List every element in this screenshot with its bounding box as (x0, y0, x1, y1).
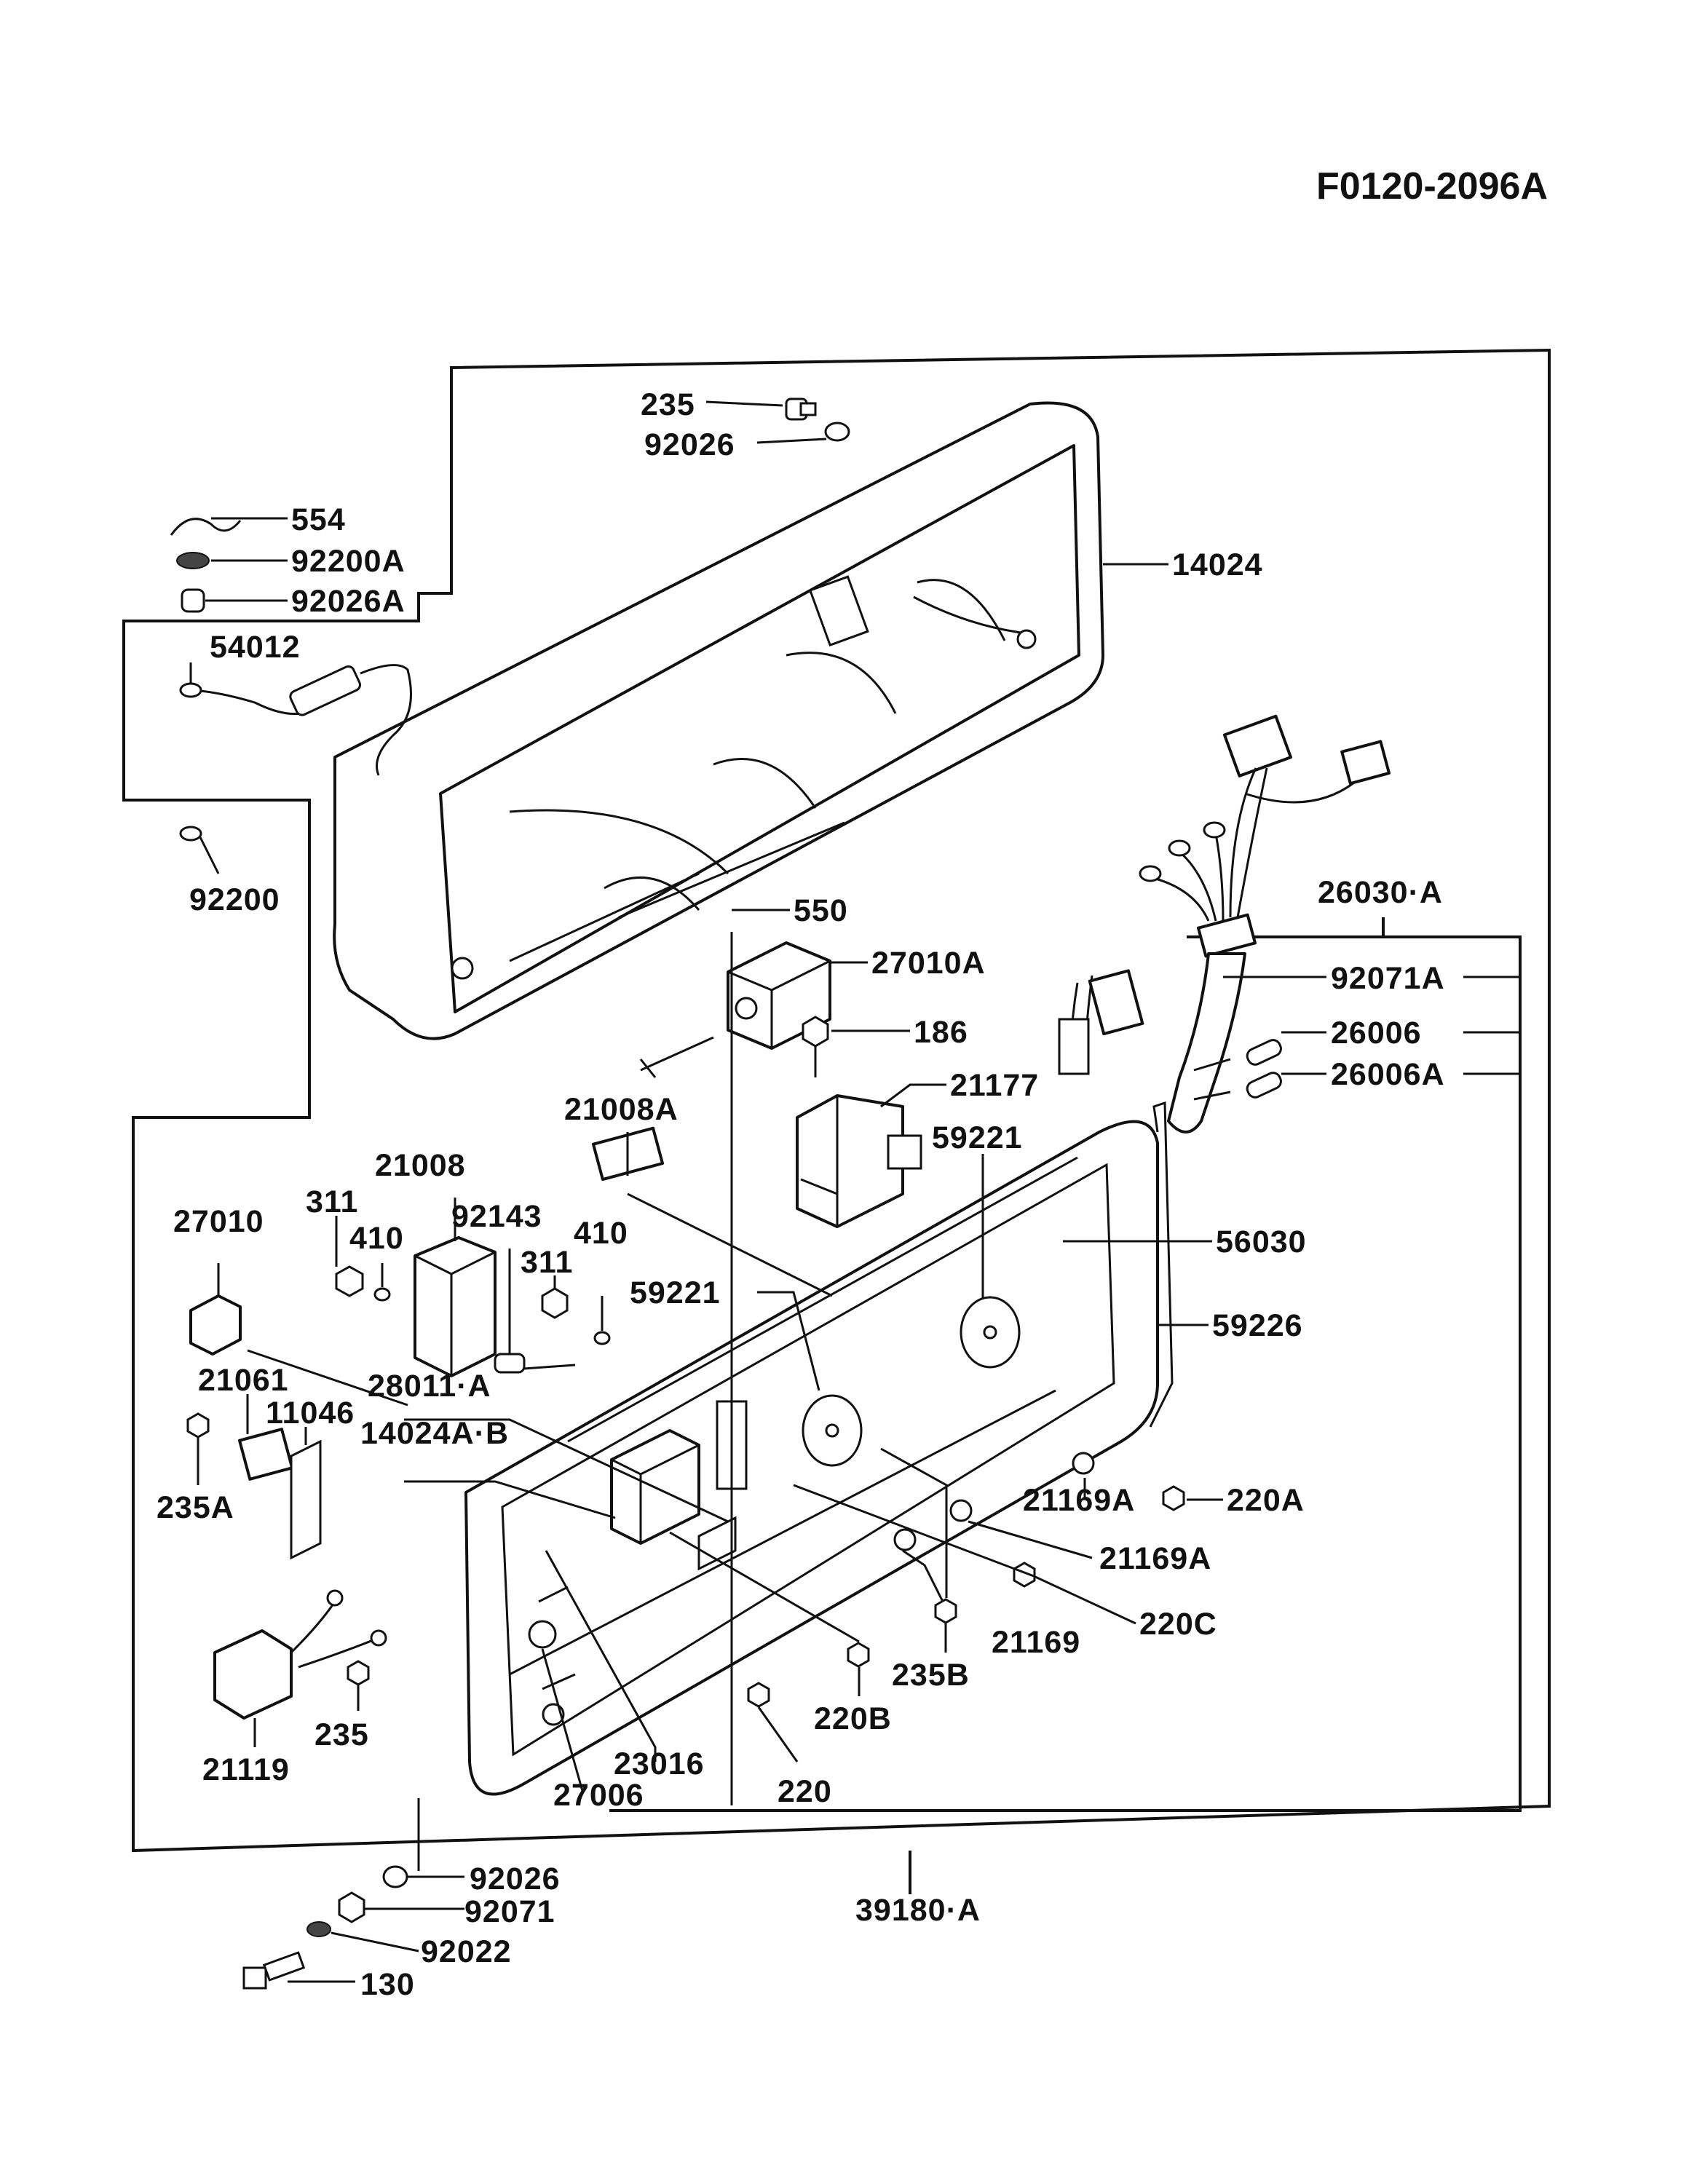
ring-410-right (593, 1331, 611, 1345)
label-14024: 14024 (1172, 547, 1263, 582)
bracket-11046 (290, 1439, 322, 1560)
label-554: 554 (291, 502, 346, 537)
label-59226: 59226 (1212, 1308, 1303, 1343)
cap-92026A (181, 588, 205, 613)
nut-311-right (541, 1287, 569, 1319)
cap-92026-top (824, 422, 850, 442)
label-59221-left: 59221 (630, 1275, 721, 1310)
knob-21169 (893, 1528, 917, 1551)
washer-92200 (179, 826, 202, 842)
label-186: 186 (914, 1015, 968, 1050)
label-59221-right: 59221 (932, 1120, 1023, 1155)
label-220: 220 (778, 1774, 832, 1809)
label-92071: 92071 (464, 1894, 555, 1929)
bolt-186 (802, 1016, 829, 1077)
label-27010: 27010 (173, 1204, 264, 1239)
label-410-left: 410 (349, 1221, 404, 1256)
label-14024A-B: 14024A·B (360, 1416, 509, 1451)
screw-220B (847, 1642, 870, 1668)
washer-92200A (176, 552, 210, 569)
switch-21008 (414, 1236, 497, 1377)
label-92200: 92200 (189, 882, 280, 917)
label-56030: 56030 (1216, 1224, 1307, 1259)
label-92022: 92022 (421, 1934, 512, 1969)
label-23016: 23016 (614, 1746, 705, 1781)
label-220A: 220A (1227, 1483, 1305, 1518)
label-54012: 54012 (210, 630, 301, 665)
solenoid-27010A (639, 941, 831, 1078)
label-550: 550 (794, 893, 848, 928)
label-92026A: 92026A (291, 584, 406, 619)
terminals-26006 (1193, 1039, 1282, 1101)
label-21008: 21008 (375, 1148, 466, 1183)
panel-frame-59226 (1149, 1101, 1174, 1428)
knob-21169A (949, 1452, 1095, 1522)
breaker-21061 (238, 1428, 294, 1481)
label-26030-A: 26030·A (1318, 875, 1443, 910)
label-92200A: 92200A (291, 544, 406, 579)
bolt-130 (242, 1951, 306, 1990)
label-311-left: 311 (306, 1184, 358, 1219)
label-220C: 220C (1139, 1607, 1217, 1642)
label-92143: 92143 (451, 1199, 542, 1234)
label-21169: 21169 (992, 1625, 1080, 1660)
label-21169A-upper: 21169A (1023, 1483, 1135, 1518)
label-311-right: 311 (521, 1245, 573, 1280)
label-235B: 235B (892, 1658, 970, 1693)
washer-92022 (306, 1921, 331, 1937)
cap-92026-bottom (382, 1865, 408, 1888)
bolt-235-top (785, 397, 817, 421)
label-92071A: 92071A (1331, 961, 1445, 996)
label-39180-A: 39180·A (855, 1893, 981, 1928)
label-26006: 26006 (1331, 1016, 1422, 1051)
label-410-right: 410 (574, 1216, 628, 1251)
label-130: 130 (360, 1967, 415, 2002)
bolt-235-left (347, 1660, 370, 1686)
wire-554 (170, 518, 242, 536)
ring-410-left (373, 1287, 391, 1302)
label-11046: 11046 (266, 1396, 355, 1431)
label-27010A: 27010A (871, 946, 986, 981)
label-92026-bottom: 92026 (470, 1861, 561, 1896)
harness-26030A (1058, 714, 1391, 1133)
screw-220C (1013, 1562, 1036, 1588)
assembly-frame (122, 348, 1551, 1853)
bolt-235A (186, 1412, 210, 1439)
nut-92071 (338, 1891, 365, 1923)
leader-lines (189, 400, 1520, 1983)
label-235-top: 235 (641, 387, 695, 422)
label-21119: 21119 (202, 1752, 290, 1787)
label-235A: 235A (157, 1490, 234, 1525)
bolt-235B (934, 1598, 957, 1624)
label-27006: 27006 (553, 1778, 644, 1813)
bolt-220 (747, 1682, 770, 1708)
label-92026-top: 92026 (644, 427, 735, 462)
screw-220A (1162, 1485, 1185, 1511)
label-21169A-lower: 21169A (1099, 1541, 1211, 1576)
spacer-92143 (494, 1353, 526, 1374)
nut-311-left (335, 1265, 364, 1297)
label-21177: 21177 (950, 1068, 1039, 1103)
front-panel-56030 (464, 1120, 1159, 1796)
label-21061: 21061 (198, 1363, 289, 1398)
figure-code: F0120-2096A (1316, 165, 1548, 207)
switch-27010 (189, 1270, 242, 1356)
panel-subframe (609, 935, 1522, 1812)
part-labels: 235 92026 554 92200A 92026A 54012 92200 … (157, 387, 1445, 2002)
unit-21119 (213, 1589, 387, 1720)
label-235-left: 235 (315, 1717, 369, 1752)
case-14024 (333, 401, 1104, 1040)
bracket-21177 (796, 1094, 922, 1228)
sensor-54012 (179, 664, 412, 776)
label-21008A: 21008A (564, 1092, 679, 1127)
label-26006A: 26006A (1331, 1057, 1445, 1092)
label-220B: 220B (814, 1701, 892, 1736)
label-28011-A: 28011·A (368, 1369, 491, 1404)
